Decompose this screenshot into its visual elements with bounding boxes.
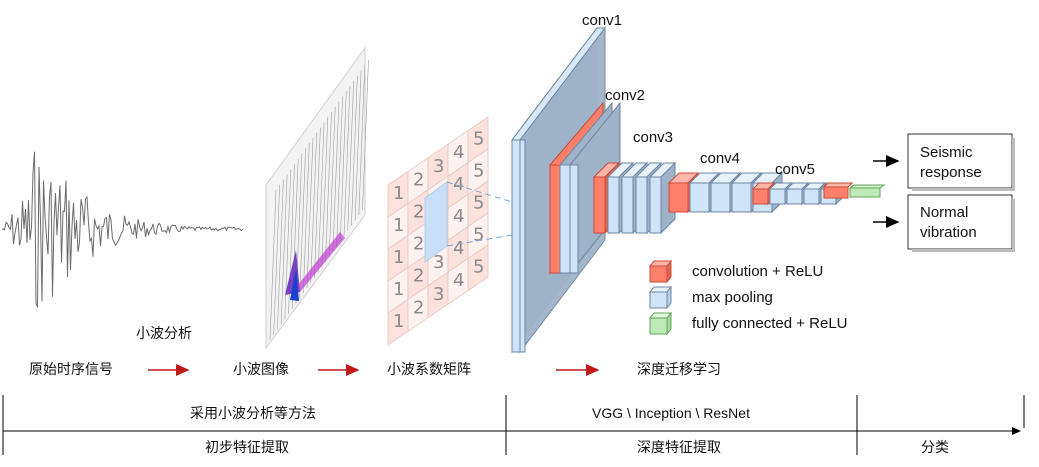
conv2-label: conv2 xyxy=(605,87,645,104)
conv3-label: conv3 xyxy=(633,129,673,146)
legend-fc-label: fully connected + ReLU xyxy=(692,315,848,332)
matrix-cell-value: 4 xyxy=(453,270,464,291)
coefficient-matrix: 1234512345123451234512345 xyxy=(387,116,513,346)
matrix-cell-value: 4 xyxy=(453,174,464,195)
cnn-network xyxy=(510,26,886,354)
output-label-2a: Normal xyxy=(920,204,968,221)
step-raw-signal: 原始时序信号 xyxy=(29,362,113,378)
step-wavelet-image: 小波图像 xyxy=(233,362,289,378)
matrix-cell-value: 1 xyxy=(393,247,404,268)
output-normal-vibration: Normal vibration xyxy=(907,194,1015,252)
output-label-1b: response xyxy=(920,164,982,181)
conv4-label: conv4 xyxy=(700,150,740,167)
stage-axis xyxy=(2,395,1025,455)
method-left: 采用小波分析等方法 xyxy=(190,405,316,422)
legend-fc: fully connected + ReLU xyxy=(648,311,848,336)
conv1-label: conv1 xyxy=(582,12,622,29)
matrix-cell-value: 1 xyxy=(393,183,404,204)
raw-signal-waveform xyxy=(1,151,244,308)
matrix-cell-value: 5 xyxy=(473,193,484,214)
wavelet-image xyxy=(265,46,369,350)
matrix-cell-value: 4 xyxy=(453,238,464,259)
output-label-1a: Seismic xyxy=(920,144,973,161)
matrix-cell-value: 5 xyxy=(473,257,484,278)
matrix-cell-value: 3 xyxy=(433,252,444,273)
matrix-cell xyxy=(467,244,489,292)
stage-left: 初步特征提取 xyxy=(205,439,289,456)
wavelet-analysis-label: 小波分析 xyxy=(136,326,192,342)
matrix-cell-value: 2 xyxy=(413,201,424,222)
matrix-cell-value: 1 xyxy=(393,279,404,300)
output-seismic-response: Seismic response xyxy=(907,133,1015,191)
method-mid: VGG \ Inception \ ResNet xyxy=(592,405,750,421)
output-label-2b: vibration xyxy=(920,224,977,241)
matrix-cell-value: 4 xyxy=(453,206,464,227)
conv5-label: conv5 xyxy=(775,161,815,178)
matrix-cell-value: 3 xyxy=(433,284,444,305)
matrix-cell-value: 3 xyxy=(433,156,444,177)
legend-conv: convolution + ReLU xyxy=(648,259,823,284)
step-deep-transfer: 深度迁移学习 xyxy=(637,362,721,378)
matrix-cell-value: 2 xyxy=(413,169,424,190)
legend-pool-label: max pooling xyxy=(692,289,773,306)
matrix-cell-value: 5 xyxy=(473,225,484,246)
matrix-cell-value: 5 xyxy=(473,129,484,150)
matrix-cell-value: 2 xyxy=(413,297,424,318)
matrix-cell-value: 4 xyxy=(453,142,464,163)
matrix-cell-value: 2 xyxy=(413,265,424,286)
matrix-cell-value: 1 xyxy=(393,215,404,236)
matrix-cell-value: 1 xyxy=(393,311,404,332)
legend-pool: max pooling xyxy=(648,285,773,310)
step-coefficient-matrix: 小波系数矩阵 xyxy=(387,362,471,378)
matrix-cell-value: 5 xyxy=(473,161,484,182)
legend-conv-label: convolution + ReLU xyxy=(692,263,823,280)
matrix-cell-value: 2 xyxy=(413,233,424,254)
stage-right: 分类 xyxy=(921,440,949,456)
legend: convolution + ReLU max pooling fully con… xyxy=(648,259,848,336)
stage-mid: 深度特征提取 xyxy=(637,440,721,456)
